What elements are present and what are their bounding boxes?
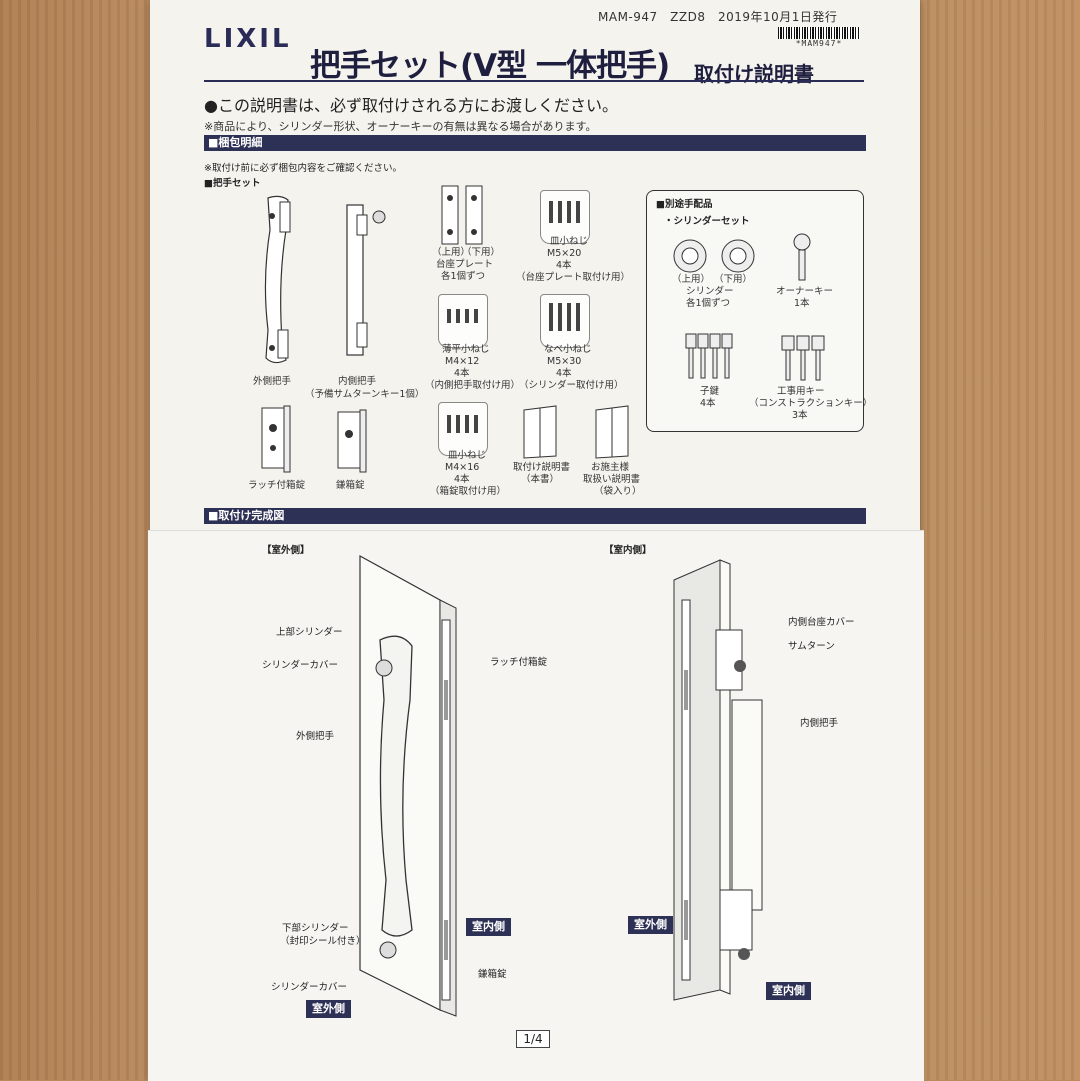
page-title-suffix: 取付け説明書 [694, 62, 814, 86]
screws-icon [549, 201, 580, 223]
outer-handle-drawing [264, 195, 291, 364]
screw3-qty: 4本 [556, 368, 572, 379]
screw-pack-m5x30 [540, 294, 590, 348]
cyl-bottom-label: （下用） [714, 274, 753, 285]
screw4-size: M4×16 [445, 462, 480, 473]
plate-top-label: （上用） [432, 247, 471, 258]
optional-heading: ■別途手配品 [656, 199, 713, 210]
page-number: 1/4 [516, 1030, 550, 1048]
screw2-qty: 4本 [454, 368, 470, 379]
outside-side-tag-a: 室外側 [306, 1000, 351, 1018]
inside-door-drawing [673, 559, 763, 1001]
cylinder-set-heading: ・シリンダーセット [664, 216, 750, 227]
screw3-size: M5×30 [547, 356, 582, 367]
upper-cylinder-callout: 上部シリンダー [276, 627, 343, 638]
deadbolt-lock-label: 鎌箱錠 [336, 480, 365, 491]
cylinder-cover-callout: シリンダーカバー [262, 660, 339, 671]
outside-side-tag-b: 室外側 [628, 916, 673, 934]
section-bar-packing: ■梱包明細 [204, 135, 866, 151]
inner-handle-drawing [346, 204, 386, 356]
screw-pack-m5x20 [540, 190, 590, 244]
page-title: 把手セット(V型 一体把手) [310, 48, 670, 84]
thumb-turn-callout: サムターン [788, 641, 835, 652]
title-rule [204, 80, 864, 82]
screws-icon [447, 309, 478, 323]
child-key-label: 子鍵 [700, 386, 720, 397]
screw2-use: （内側把手取付け用） [425, 380, 521, 391]
intro-note: ※商品により、シリンダー形状、オーナーキーの有無は異なる場合があります。 [204, 120, 597, 133]
inside-side-tag-b: 室内側 [766, 982, 811, 1000]
screw4-use: （箱錠取付け用） [430, 486, 507, 497]
manual1-label: 取付け説明書 [513, 462, 571, 473]
publication-info: MAM-947 ZZD8 2019年10月1日発行 [598, 10, 838, 24]
screw3-use: （シリンダー取付け用） [519, 380, 624, 391]
lower-cylinder-note: （封印シール付き） [280, 936, 366, 947]
latch-lock-drawing [261, 405, 291, 473]
handle-set-heading: ■把手セット [204, 178, 261, 189]
screws-icon [549, 303, 580, 331]
outer-handle-callout: 外側把手 [296, 731, 335, 742]
inner-handle-note: （予備サムターンキー1個） [305, 389, 425, 400]
screw-pack-m4x16 [438, 402, 488, 456]
construction-key-qty: 3本 [792, 410, 808, 421]
inner-handle-label: 内側把手 [338, 376, 377, 387]
owner-key-qty: 1本 [794, 298, 810, 309]
cylinder-cover-callout-2: シリンダーカバー [271, 982, 348, 993]
construction-key-note: （コンストラクションキー） [749, 398, 873, 409]
barcode-text: *MAM947* [795, 39, 843, 48]
screw4-name: 皿小ねじ [448, 450, 487, 461]
lower-cylinder-callout: 下部シリンダー [282, 923, 349, 934]
construction-key-label: 工事用キー [777, 386, 825, 397]
inside-side-tag-a: 室内側 [466, 918, 511, 936]
outside-view-label: 【室外側】 [262, 545, 310, 556]
screw2-name: 薄平小ねじ [442, 344, 490, 355]
owner-key-icon [793, 233, 811, 281]
owner-key-label: オーナーキー [776, 286, 834, 297]
plate-bottom-label: （下用） [462, 247, 501, 258]
screw4-qty: 4本 [454, 474, 470, 485]
latch-lock-callout: ラッチ付箱錠 [490, 657, 548, 668]
manual1-note: （本書） [521, 474, 560, 485]
screw1-name: 皿小ねじ [550, 236, 589, 247]
screw1-size: M5×20 [547, 248, 582, 259]
screw1-use: （台座プレート取付け用） [516, 272, 631, 283]
screw1-qty: 4本 [556, 260, 572, 271]
manual2-label-b: 取扱い説明書 [583, 474, 641, 485]
barcode: *MAM947* [778, 27, 860, 49]
intro-lead: ●この説明書は、必ず取付けされる方にお渡しください。 [204, 96, 618, 115]
manual2-note: （袋入り） [594, 486, 642, 497]
latch-lock-label: ラッチ付箱錠 [248, 480, 306, 491]
screw-pack-m4x12 [438, 294, 488, 348]
child-key-icon [685, 333, 733, 379]
cyl-top-label: （上用） [672, 274, 711, 285]
manual2-label: お施主様 [591, 462, 630, 473]
plate-label: 台座プレート [436, 259, 494, 270]
section-bar-completion: ■取付け完成図 [204, 508, 866, 524]
owner-manual-icon [595, 405, 629, 459]
cylinder-icon [673, 239, 755, 273]
outside-door-drawing [359, 554, 457, 1017]
screw2-size: M4×12 [445, 356, 480, 367]
manual-booklet-icon [523, 405, 557, 459]
cylinder-label: シリンダー [686, 286, 734, 297]
optional-items-box [646, 190, 864, 432]
deadbolt-lock-callout: 鎌箱錠 [478, 969, 507, 980]
packing-note: ※取付け前に必ず梱包内容をご確認ください。 [204, 163, 402, 174]
brand-logo: LIXIL [204, 24, 292, 54]
outer-handle-label: 外側把手 [253, 376, 292, 387]
inner-base-cover-callout: 内側台座カバー [788, 617, 855, 628]
barcode-bars [778, 27, 860, 39]
screw3-name: なべ小ねじ [544, 344, 592, 355]
inside-view-label: 【室内側】 [604, 545, 652, 556]
deadbolt-lock-drawing [337, 409, 367, 473]
screws-icon [447, 415, 478, 433]
child-key-qty: 4本 [700, 398, 716, 409]
plate-qty: 各1個ずつ [441, 271, 486, 282]
base-plate-drawing [441, 185, 483, 245]
cylinder-qty: 各1個ずつ [686, 298, 731, 309]
inner-handle-callout: 内側把手 [800, 718, 839, 729]
construction-key-icon [781, 335, 825, 381]
